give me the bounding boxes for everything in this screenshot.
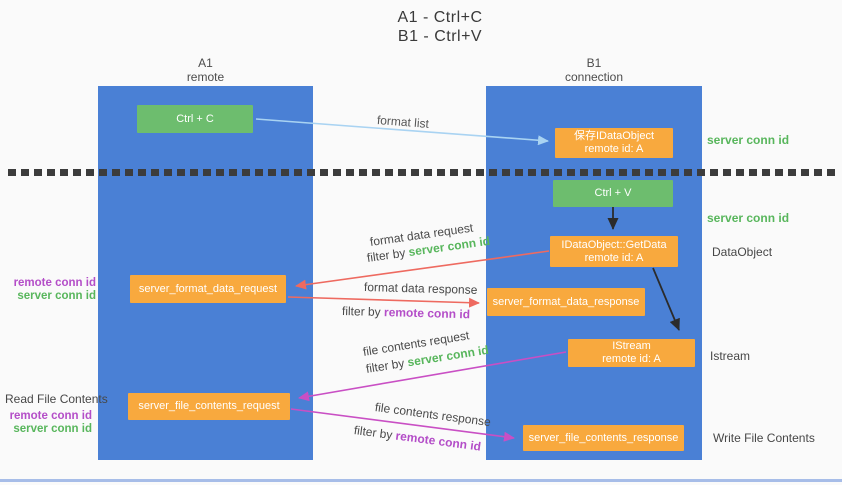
read-file-contents-text: Read File Contents <box>5 392 108 406</box>
arrow-file-contents-response <box>290 408 515 442</box>
node-save-idataobject-line2: remote id: A <box>584 143 644 155</box>
arrow-getdata-to-istream <box>652 267 680 331</box>
node-istream-line1: IStream <box>612 340 651 352</box>
arrow-file-contents-request <box>298 351 567 402</box>
lane-b1-subtitle: connection <box>564 70 624 84</box>
dashed-divider <box>8 169 836 176</box>
lane-a1-subtitle: remote <box>186 70 225 84</box>
remote-conn-id-text: remote conn id <box>13 277 96 289</box>
node-save-idataobject-line1: 保存IDataObject <box>573 130 655 142</box>
remote-conn-id-text: remote conn id <box>9 410 92 422</box>
format-data-response-text: format data response <box>363 280 478 297</box>
lane-b1-header: B1 connection <box>486 56 702 84</box>
write-file-contents-text: Write File Contents <box>713 431 815 445</box>
node-istream-line2: remote id: A <box>602 353 661 365</box>
annotation-server-conn-id-top: server conn id <box>707 133 789 147</box>
node-ctrl-c: Ctrl + C <box>137 105 253 133</box>
node-file-request-label: server_file_contents_request <box>138 400 280 412</box>
server-conn-id-text: server conn id <box>707 133 790 147</box>
annotation-conn-ids-top: remote conn id server conn id <box>4 277 96 303</box>
remote-conn-id-text: remote conn id <box>383 305 471 322</box>
annotation-istream: Istream <box>710 349 750 363</box>
node-save-idataobject: 保存IDataObject remote id: A <box>555 128 673 158</box>
annotation-read-file-contents: Read File Contents <box>5 392 108 406</box>
node-server-format-data-response: server_format_data_response <box>487 288 645 316</box>
node-server-file-contents-request: server_file_contents_request <box>128 393 290 420</box>
lane-a1-name: A1 <box>198 56 213 70</box>
annotation-write-file-contents: Write File Contents <box>713 431 815 445</box>
istream-text: Istream <box>710 349 751 363</box>
server-conn-id-text: server conn id <box>13 423 92 435</box>
node-ctrl-v-label: Ctrl + V <box>594 187 632 199</box>
label-format-data-response: format data response <box>364 280 478 297</box>
lane-a1-header: A1 remote <box>98 56 313 84</box>
annotation-conn-ids-bottom: remote conn id server conn id <box>0 410 92 436</box>
title-line-1: A1 - Ctrl+C <box>397 9 483 26</box>
title-line-2: B1 - Ctrl+V <box>397 28 483 45</box>
lane-b1-name: B1 <box>586 56 602 70</box>
server-conn-id-text: server conn id <box>17 290 96 302</box>
filter-by-text: filter by <box>341 304 381 320</box>
arrow-format-list <box>255 118 549 146</box>
dataobject-text: DataObject <box>712 245 773 259</box>
bottom-edge-strip <box>0 479 842 482</box>
node-getdata-line1: IDataObject::GetData <box>561 238 667 251</box>
node-istream: IStream remote id: A <box>568 339 695 367</box>
node-file-response-label: server_file_contents_response <box>528 431 679 444</box>
arrow-format-data-response <box>287 296 480 308</box>
annotation-dataobject: DataObject <box>712 245 772 259</box>
node-ctrl-v: Ctrl + V <box>553 180 673 207</box>
node-format-response-label: server_format_data_response <box>492 295 640 308</box>
node-server-file-contents-response: server_file_contents_response <box>523 425 684 451</box>
node-idataobject-getdata: IDataObject::GetData remote id: A <box>550 236 678 267</box>
diagram-title: A1 - Ctrl+C B1 - Ctrl+V <box>320 8 560 46</box>
node-format-request-label: server_format_data_request <box>138 282 278 295</box>
arrow-format-data-request <box>295 250 550 290</box>
node-server-format-data-request: server_format_data_request <box>130 275 286 303</box>
annotation-server-conn-id-mid: server conn id <box>707 211 789 225</box>
node-getdata-line2: remote id: A <box>584 251 644 264</box>
server-conn-id-text: server conn id <box>707 211 790 225</box>
node-ctrl-c-label: Ctrl + C <box>176 112 214 125</box>
